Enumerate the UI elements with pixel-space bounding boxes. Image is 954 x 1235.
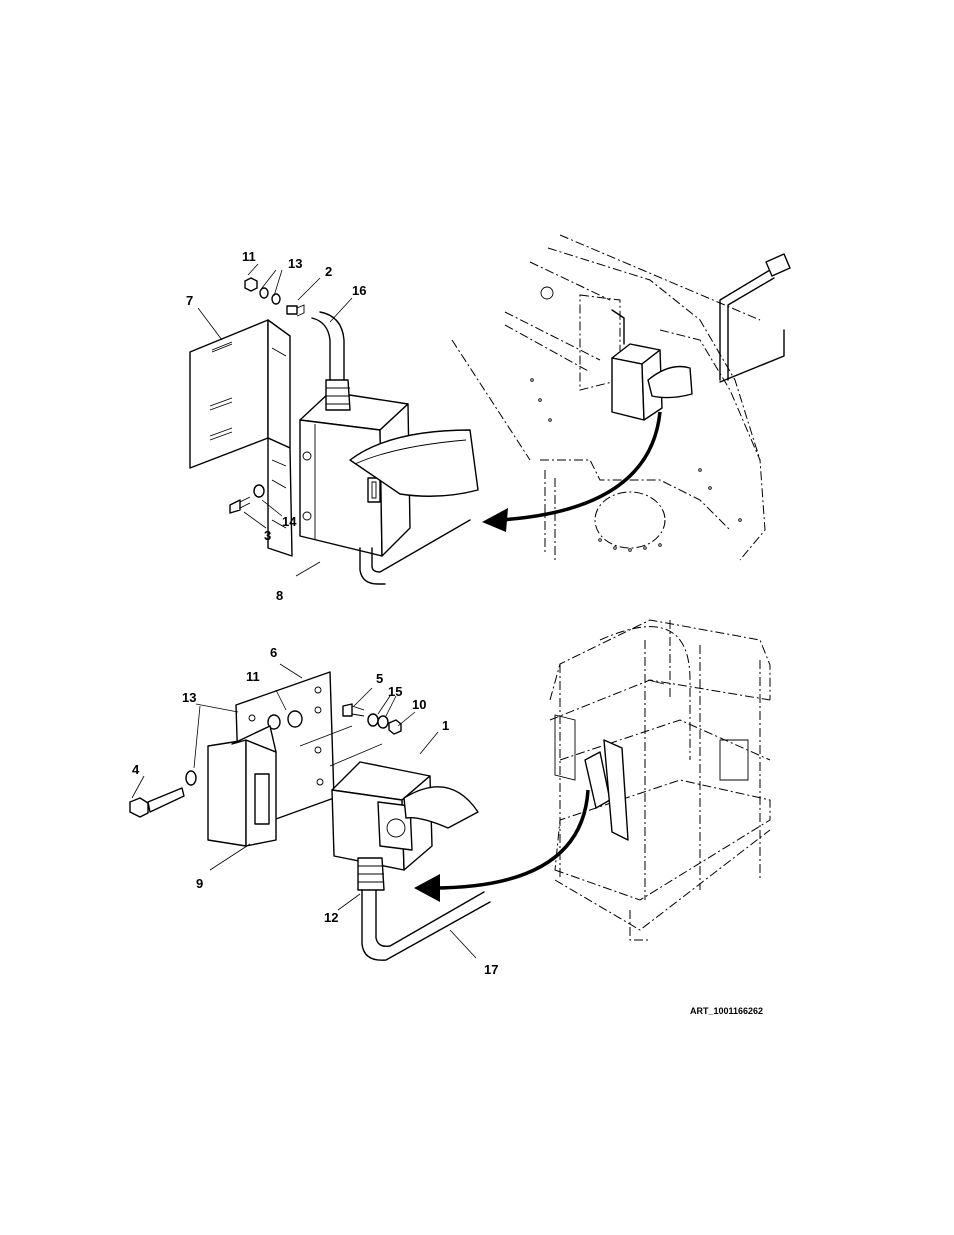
callout-14: 14 [282,514,297,529]
callout-12: 12 [324,910,338,925]
callout-1: 1 [442,718,449,733]
callout-13-bottom: 13 [182,690,196,705]
fasteners-bottom [342,703,402,735]
callout-11-bottom: 11 [246,669,260,684]
callouts-bottom: 6 11 5 15 10 13 1 4 9 12 17 [132,645,498,977]
bolt-4 [129,770,197,818]
art-id-label: ART_1001166262 [690,1006,763,1016]
enclosure-box-8 [299,311,479,557]
bottom-exploded-assembly [129,671,590,961]
leader-lines-top [131,263,477,959]
callout-11-top: 11 [242,249,256,264]
callout-5: 5 [376,671,383,686]
callout-10: 10 [412,697,426,712]
callout-15: 15 [388,684,402,699]
cover-bracket-9 [207,725,277,847]
callouts-top: 11 13 2 16 7 14 3 8 [186,249,366,603]
callout-arrow-top [499,411,662,522]
callout-4: 4 [132,762,140,777]
callout-8: 8 [276,588,283,603]
top-exploded-assembly [189,277,662,585]
callout-16: 16 [352,283,366,298]
cable-17 [361,889,491,961]
callout-13-top: 13 [288,256,302,271]
outlet-enclosure-1 [331,761,479,891]
callout-arrow-bottom [431,789,590,890]
fasteners-top [229,277,305,514]
platform-basket-view [549,619,771,941]
callout-7: 7 [186,293,193,308]
callout-2: 2 [325,264,332,279]
callout-9: 9 [196,876,203,891]
callout-17: 17 [484,962,498,977]
callout-3: 3 [264,528,271,543]
machine-chassis-view [451,234,791,561]
mounting-bracket-7 [189,319,293,557]
callout-6: 6 [270,645,277,660]
